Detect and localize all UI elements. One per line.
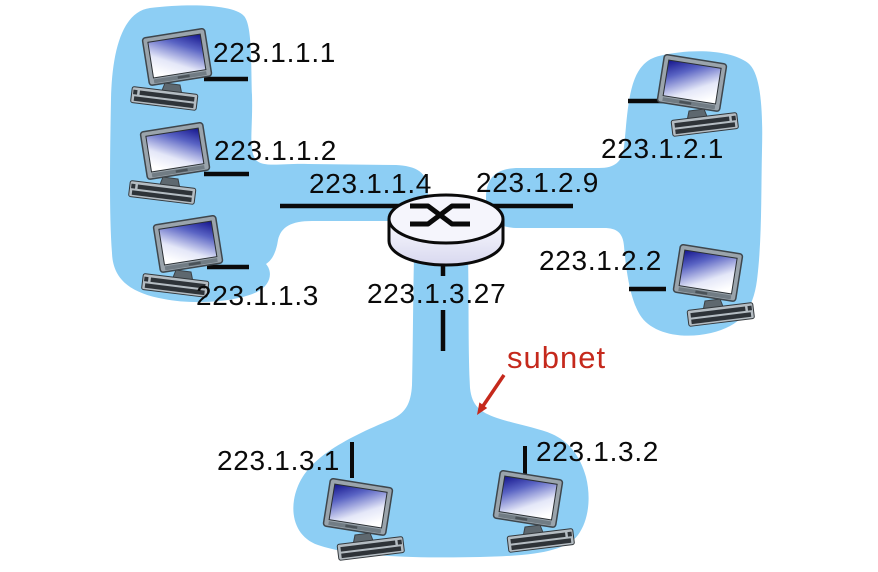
router-switch-x-icon [410, 203, 470, 227]
host-ip-label-223-1-1-3: 223.1.1.3 [196, 280, 320, 311]
router-interface-label-223-1-1-4: 223.1.1.4 [309, 168, 433, 199]
router-icon [387, 193, 505, 267]
router-interface-label-223-1-3-27: 223.1.3.27 [367, 278, 507, 309]
host-ip-label-223-1-2-1: 223.1.2.1 [601, 133, 725, 164]
host-ip-label-223-1-1-1: 223.1.1.1 [213, 37, 337, 68]
subnet-annotation-arrow [477, 374, 506, 415]
subnet-annotation-label: subnet [507, 340, 607, 375]
arrow-head [477, 402, 488, 415]
host-ip-label-223-1-3-2: 223.1.3.2 [536, 436, 660, 467]
host-ip-label-223-1-2-2: 223.1.2.2 [539, 245, 663, 276]
arrow-shaft [481, 374, 506, 407]
host-ip-label-223-1-3-1: 223.1.3.1 [217, 445, 341, 476]
router-interface-label-223-1-2-9: 223.1.2.9 [476, 167, 600, 198]
host-ip-label-223-1-1-2: 223.1.1.2 [214, 135, 338, 166]
